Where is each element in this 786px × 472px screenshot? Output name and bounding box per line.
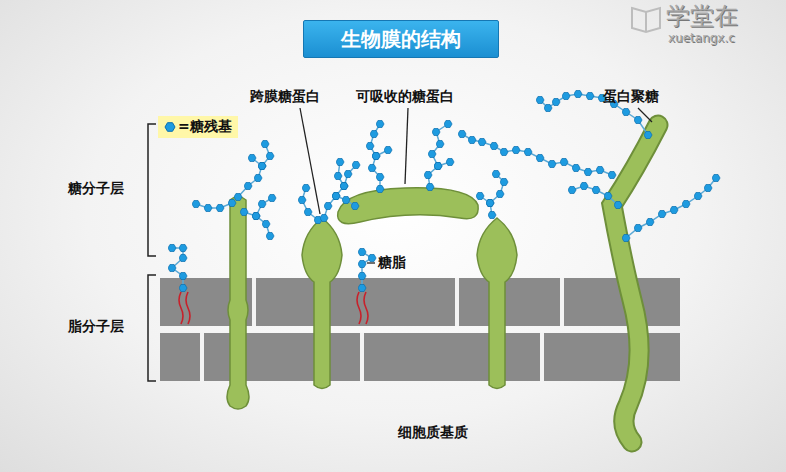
leader-lines — [300, 108, 652, 263]
sugar-chains — [172, 94, 716, 288]
part-label: 糖脂 — [378, 254, 406, 271]
layer-label: 糖分子层 — [68, 180, 124, 197]
part-label: 可吸收的糖蛋白 — [356, 88, 454, 105]
title-banner: 生物膜的结构 — [303, 20, 499, 58]
watermark-url: xuetangx.c — [668, 31, 735, 45]
region-label: 细胞质基质 — [398, 424, 468, 441]
layer-label: 脂分子层 — [68, 318, 124, 335]
legend-text: =糖残基 — [178, 118, 232, 136]
glycolipid-tails — [179, 292, 368, 324]
proteins — [227, 125, 658, 442]
watermark-icon — [632, 8, 660, 32]
brackets — [148, 124, 156, 381]
legend-box: =糖残基 — [158, 116, 238, 138]
part-label: 蛋白聚糖 — [603, 88, 659, 105]
part-label: 跨膜糖蛋白 — [250, 88, 320, 105]
title-text: 生物膜的结构 — [341, 26, 461, 53]
watermark: 学堂在 — [666, 2, 738, 31]
legend-swatch — [164, 121, 176, 133]
